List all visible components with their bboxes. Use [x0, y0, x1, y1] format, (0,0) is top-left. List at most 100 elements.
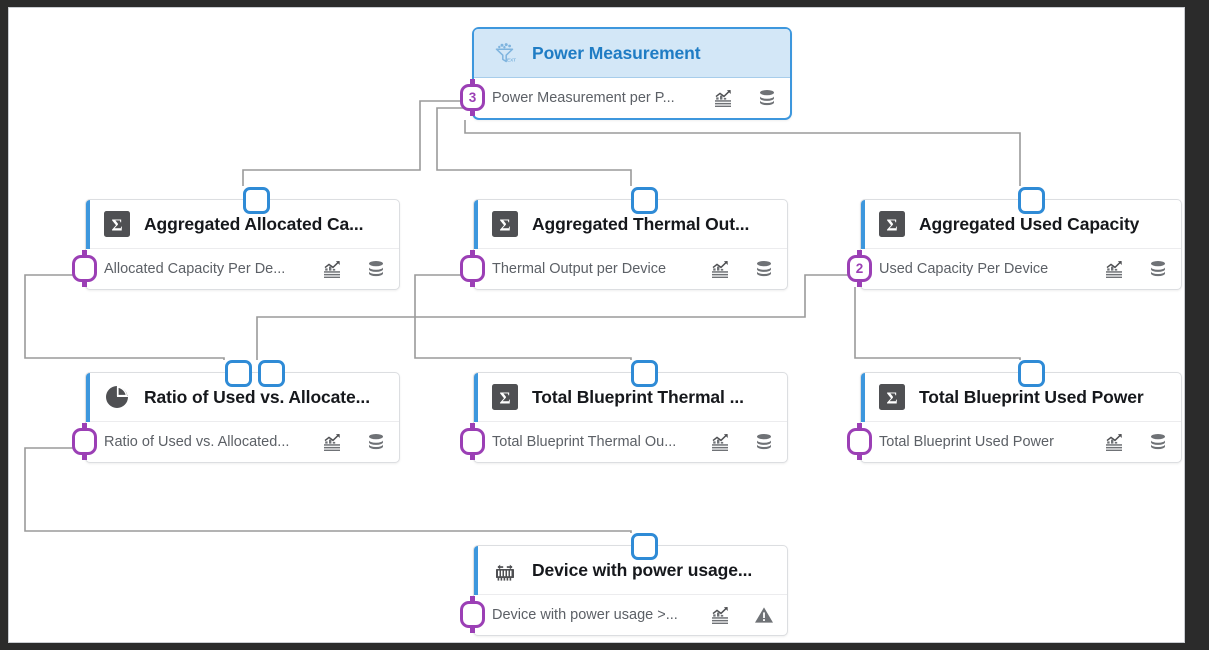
row-label: Device with power usage >...: [492, 607, 678, 623]
database-icon[interactable]: [1147, 258, 1169, 280]
chart-icon[interactable]: [321, 258, 343, 280]
row-label: Total Blueprint Used Power: [879, 434, 1054, 450]
node-row[interactable]: Device with power usage >...: [460, 595, 787, 635]
database-icon[interactable]: [753, 258, 775, 280]
accent-bar: [861, 200, 865, 249]
row-icon-group: [321, 431, 387, 453]
output-port-top[interactable]: [631, 187, 658, 214]
node-row[interactable]: Thermal Output per Device: [460, 249, 787, 289]
svg-text:Σ: Σ: [499, 215, 510, 234]
output-port-top[interactable]: [631, 360, 658, 387]
database-icon[interactable]: [365, 258, 387, 280]
output-port-top-secondary[interactable]: [258, 360, 285, 387]
chart-icon[interactable]: [321, 431, 343, 453]
sigma-icon: Σ: [879, 211, 905, 237]
node-header[interactable]: Σ Total Blueprint Used Power: [861, 373, 1181, 422]
edge-allocated-to-ratio: [24, 274, 225, 360]
node-header[interactable]: Σ Aggregated Used Capacity: [861, 200, 1181, 249]
node-header[interactable]: Σ Aggregated Allocated Ca...: [86, 200, 399, 249]
svg-text:Σ: Σ: [886, 215, 897, 234]
node-header[interactable]: Σ Total Blueprint Thermal ...: [474, 373, 787, 422]
node-aggregated-used-capacity[interactable]: Σ Aggregated Used Capacity 2 Used Capaci…: [847, 187, 1182, 290]
row-label: Allocated Capacity Per De...: [104, 261, 286, 277]
node-title: Total Blueprint Thermal ...: [532, 386, 744, 407]
edge-used-to-total-power: [854, 287, 1021, 360]
node-total-blueprint-used-power[interactable]: Σ Total Blueprint Used Power Total Bluep…: [847, 360, 1182, 463]
chart-icon[interactable]: [709, 604, 731, 626]
input-port-badge[interactable]: 3: [460, 79, 485, 116]
chart-icon[interactable]: [712, 87, 734, 109]
node-aggregated-allocated-capacity[interactable]: Σ Aggregated Allocated Ca... Allocated C…: [72, 187, 400, 290]
accent-bar: [474, 200, 478, 249]
accent-bar: [86, 373, 90, 422]
warning-icon[interactable]: [753, 604, 775, 626]
sigma-icon: Σ: [104, 211, 130, 237]
node-row[interactable]: Allocated Capacity Per De...: [72, 249, 399, 289]
row-icon-group: [1103, 431, 1169, 453]
node-ratio-used-vs-allocated[interactable]: Ratio of Used vs. Allocate... Ratio of U…: [72, 360, 400, 463]
pie-chart-icon: [104, 384, 130, 410]
sigma-icon: Σ: [492, 211, 518, 237]
output-port-top[interactable]: [1018, 360, 1045, 387]
node-row[interactable]: Ratio of Used vs. Allocated...: [72, 422, 399, 462]
chart-icon[interactable]: [1103, 258, 1125, 280]
input-port-badge[interactable]: [72, 250, 97, 287]
row-icon-group: [712, 87, 778, 109]
node-header[interactable]: Σ Aggregated Thermal Out...: [474, 200, 787, 249]
node-header[interactable]: Ratio of Used vs. Allocate...: [86, 373, 399, 422]
output-port-top[interactable]: [243, 187, 270, 214]
node-device-with-power-usage[interactable]: Device with power usage... Device with p…: [460, 533, 788, 636]
node-row[interactable]: Total Blueprint Used Power: [847, 422, 1181, 462]
svg-text:EXT: EXT: [507, 57, 516, 62]
database-icon[interactable]: [365, 431, 387, 453]
node-title: Device with power usage...: [532, 559, 753, 580]
edge-used-to-ratio: [256, 274, 855, 360]
funnel-ext-icon: EXT: [492, 40, 518, 66]
output-port-top[interactable]: [631, 533, 658, 560]
svg-text:Σ: Σ: [886, 388, 897, 407]
node-aggregated-thermal-output[interactable]: Σ Aggregated Thermal Out... Thermal Outp…: [460, 187, 788, 290]
node-row[interactable]: Total Blueprint Thermal Ou...: [460, 422, 787, 462]
sigma-icon: Σ: [879, 384, 905, 410]
node-title: Total Blueprint Used Power: [919, 386, 1144, 407]
input-port-badge[interactable]: [460, 423, 485, 460]
row-icon-group: [321, 258, 387, 280]
node-row[interactable]: 3 Power Measurement per P...: [460, 78, 790, 118]
node-title: Ratio of Used vs. Allocate...: [144, 386, 370, 407]
chart-icon[interactable]: [709, 431, 731, 453]
node-total-blueprint-thermal-output[interactable]: Σ Total Blueprint Thermal ... Total Blue…: [460, 360, 788, 463]
node-title: Power Measurement: [532, 42, 701, 63]
sigma-icon: Σ: [492, 384, 518, 410]
node-header[interactable]: Device with power usage...: [474, 546, 787, 595]
svg-text:Σ: Σ: [111, 215, 122, 234]
node-title: Aggregated Allocated Ca...: [144, 213, 364, 234]
edge-ratio-to-device: [24, 447, 632, 533]
accent-bar: [86, 200, 90, 249]
node-power-measurement[interactable]: EXT Power Measurement 3 Power Measuremen…: [460, 27, 792, 120]
row-label: Power Measurement per P...: [492, 90, 675, 106]
input-port-badge[interactable]: [72, 423, 97, 460]
input-port-badge[interactable]: [460, 250, 485, 287]
input-port-badge[interactable]: [847, 423, 872, 460]
database-icon[interactable]: [1147, 431, 1169, 453]
chart-icon[interactable]: [709, 258, 731, 280]
node-title: Aggregated Thermal Out...: [532, 213, 750, 234]
node-title: Aggregated Used Capacity: [919, 213, 1140, 234]
chart-icon[interactable]: [1103, 431, 1125, 453]
database-icon[interactable]: [756, 87, 778, 109]
frame-edge-right: [1185, 0, 1209, 650]
input-port-badge[interactable]: 2: [847, 250, 872, 287]
accent-bar: [474, 546, 478, 595]
output-port-top[interactable]: [225, 360, 252, 387]
output-port-top[interactable]: [1018, 187, 1045, 214]
edge-pm-to-thermal: [436, 107, 632, 186]
database-icon[interactable]: [753, 431, 775, 453]
edge-pm-to-allocated: [242, 100, 465, 186]
row-icon-group: [709, 258, 775, 280]
node-header[interactable]: EXT Power Measurement: [474, 29, 790, 78]
svg-text:Σ: Σ: [499, 388, 510, 407]
input-port-badge[interactable]: [460, 596, 485, 633]
node-row[interactable]: 2 Used Capacity Per Device: [847, 249, 1181, 289]
